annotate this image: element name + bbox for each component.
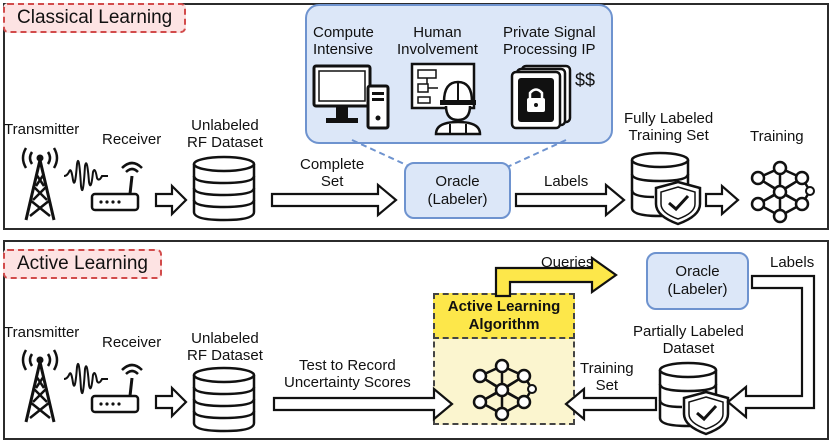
active-arrow-training-set <box>564 386 658 422</box>
classical-neural-network-icon <box>750 160 816 224</box>
classical-tower-icon <box>21 146 59 222</box>
classical-database-icon <box>192 155 256 222</box>
active-transmitter-label: Transmitter <box>4 324 80 341</box>
active-receiver-label: Receiver <box>102 334 162 351</box>
active-arrow-test-uncertainty <box>272 386 454 422</box>
active-router-icon <box>90 363 144 414</box>
active-arrow-labels <box>726 274 816 420</box>
active-arrow-queries <box>494 255 618 298</box>
classical-oracle-node: Oracle(Labeler) <box>404 162 511 219</box>
active-database-icon <box>192 366 256 433</box>
classical-arrow-complete-set <box>270 182 398 218</box>
active-learning-tag: Active Learning <box>3 249 162 279</box>
classical-transmitter-label: Transmitter <box>4 121 80 138</box>
private-document-icon <box>510 64 572 130</box>
fully-labeled-database-icon <box>630 151 702 226</box>
active-oracle-node: Oracle(Labeler) <box>646 252 749 310</box>
money-label: $$ <box>575 70 596 90</box>
classical-labels-label: Labels <box>544 173 589 190</box>
queries-label: Queries <box>541 254 594 271</box>
classical-learning-tag: Classical Learning <box>3 3 187 33</box>
classical-arrow-router-dataset <box>154 183 188 217</box>
active-labels-label: Labels <box>770 254 815 271</box>
active-neural-network-icon <box>472 358 538 422</box>
classical-router-icon <box>90 161 144 212</box>
training-label: Training <box>750 128 804 145</box>
human-worker-icon <box>410 62 482 136</box>
classical-receiver-label: Receiver <box>102 131 162 148</box>
classical-arrow-training <box>704 183 740 217</box>
partially-labeled-database-icon <box>658 361 730 436</box>
active-tower-icon <box>21 348 59 424</box>
active-signal-wave-icon <box>63 362 109 395</box>
active-arrow-router-dataset <box>154 385 188 419</box>
classical-arrow-labels <box>514 182 626 218</box>
computer-icon <box>312 64 390 130</box>
classical-signal-wave-icon <box>63 159 109 192</box>
